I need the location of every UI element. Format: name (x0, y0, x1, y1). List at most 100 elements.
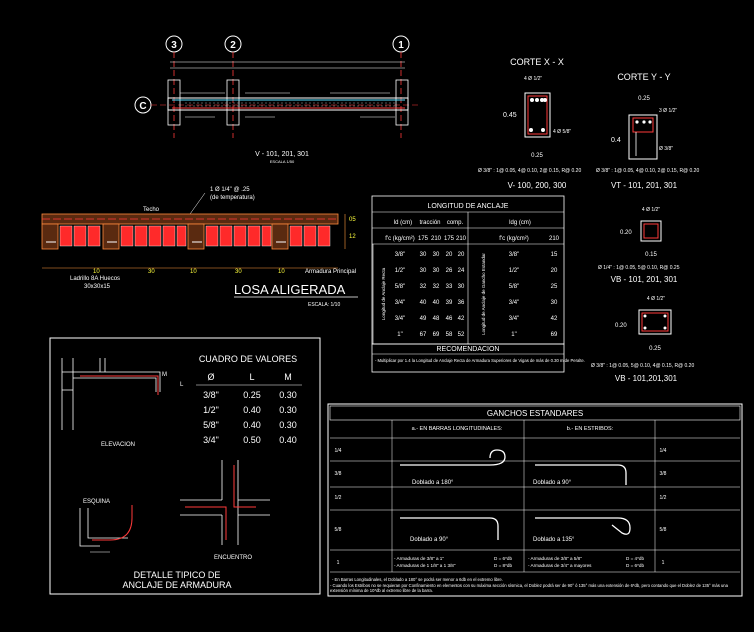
cuadro-cell: 0.25 (243, 390, 261, 400)
ganchos-footnote-1: - En Barras Longitudinales, el Doblado a… (332, 577, 503, 582)
ganchos-note-a2: - Armaduras de 1 1/8" a 1 3/8" (394, 563, 456, 568)
anclaje-hdr-ldg: ldg (cm) (509, 220, 531, 226)
ganchos-left-diam: 1 (337, 560, 340, 566)
anclaje-title: LONGITUD DE ANCLAJE (428, 203, 509, 210)
anclaje-row-value: 20 (458, 252, 465, 258)
cuadro-cell: 0.30 (279, 420, 297, 430)
anclaje-row-value: 32 (433, 284, 440, 290)
anclaje-row-value: 36 (458, 300, 465, 306)
ganchos-note-a1: - Armaduras de 3/8" a 1" (394, 556, 444, 561)
anclaje-row-value: 24 (458, 268, 465, 274)
corte-xx-width: 0.25 (531, 153, 543, 159)
vb-section-2: 4 Ø 1/2" 0.20 0.25 Ø 3/8" : 1@ 0.05, 5@ … (591, 296, 694, 383)
anclaje-row-value: 30 (420, 268, 427, 274)
encuentro-label: ENCUENTRO (214, 555, 252, 561)
vb2-bars: 4 Ø 1/2" (647, 296, 665, 302)
elevacion-label: ELEVACION (101, 442, 135, 448)
viga-elevation: 3 2 1 C V - 101, 201, 301 ESCALA 1/50 (134, 35, 420, 164)
cuadro-m-label: M (162, 372, 167, 378)
vb2-height: 0.20 (615, 323, 627, 329)
corte-yy-width: 0.25 (638, 96, 650, 102)
ganchos-left-diam: 1/2 (335, 495, 342, 501)
cuadro-cell: 3/8" (203, 390, 219, 400)
ganchos-right-diam: 1/2 (660, 495, 667, 501)
cuadro-header: M (284, 372, 292, 382)
ganchos-footnote-2: - Cuando los Estribos no se requieran po… (330, 583, 728, 593)
corte-xx-bottom-bars: 4 Ø 5/8" (553, 129, 571, 135)
ganchos-d135: Doblado a 135° (533, 537, 575, 543)
anclaje-hdr-comp: comp. (447, 220, 464, 226)
anclaje-fc-1: 175 (418, 236, 429, 242)
corte-xx-title: CORTE X - X (510, 57, 564, 67)
corte-yy-title: CORTE Y - Y (617, 72, 670, 82)
anclaje-row-ldg-value: 25 (551, 284, 558, 290)
esquina-label: ESQUINA (83, 499, 110, 505)
corte-yy-bar2: Ø 3/8" (659, 146, 673, 152)
anclaje-row-value: 52 (458, 332, 465, 338)
ganchos-d180: Doblado a 180° (412, 480, 454, 486)
anclaje-fc-ldg-val: 210 (549, 236, 560, 242)
anclaje-row-diam-ldg: 1" (511, 332, 516, 338)
vb-section-1: 4 Ø 1/2" 0.20 0.15 Ø 1/4" : 1@ 0.05, 5@ … (598, 207, 680, 284)
anclaje-row-diam: 5/8" (395, 284, 405, 290)
ganchos-note-b1v: D = 4*db (626, 556, 644, 561)
vb2-caption: VB - 101,201,301 (615, 374, 678, 383)
ganchos-note-b1: - Armaduras de 3/8" a 5/8" (528, 556, 582, 561)
anclaje-row-diam: 3/8" (395, 252, 405, 258)
corte-xx-caption: V- 100, 200, 300 (508, 181, 567, 190)
ganchos-note-b2: - Armaduras de 3/4" a mayores (528, 563, 592, 568)
anclaje-fc-ldg-label: f'c (kg/cm²) (499, 236, 528, 242)
losa-ladrillo2: 30x30x15 (84, 284, 111, 290)
detalle-title-1: DETALLE TIPICO DE (134, 570, 221, 580)
anclaje-row-value: 48 (433, 316, 440, 322)
anclaje-side-right: Longitud de Anclaje de Gancho Estandar (481, 253, 486, 335)
viga-caption: V - 101, 201, 301 (255, 151, 309, 158)
ganchos-note-b2v: D = 6*db (626, 563, 644, 568)
anclaje-row-value: 58 (446, 332, 453, 338)
losa-rebar-note2: (de temperatura) (210, 195, 255, 201)
anclaje-row-ldg-value: 42 (551, 316, 558, 322)
ganchos-right-diam: 5/8 (660, 527, 667, 533)
corte-yy-bars: 3 Ø 1/2" (659, 108, 677, 114)
losa-dim-1: 10 (93, 269, 100, 275)
anclaje-row-ldg-value: 15 (551, 252, 558, 258)
losa-dim-2: 30 (148, 269, 155, 275)
recomendacion-text: - Multiplicar por 1.4 la Longitud de Anc… (375, 358, 585, 363)
corte-xx-top-bars: 4 Ø 1/2" (524, 76, 542, 82)
ganchos-left-diam: 3/8 (335, 471, 342, 477)
vb1-bars: 4 Ø 1/2" (642, 207, 660, 213)
cuadro-cell: 0.40 (243, 420, 261, 430)
vb1-width: 0.15 (645, 252, 657, 258)
axis-c-label: C (139, 101, 146, 112)
anclaje-row-value: 42 (458, 316, 465, 322)
anclaje-row-diam-ldg: 3/4" (509, 300, 519, 306)
anclaje-row-value: 67 (420, 332, 427, 338)
ganchos-left-diam: 5/8 (335, 527, 342, 533)
losa-ladrillo: Ladrillo 8A Huecos (70, 276, 120, 282)
anclaje-fc-4: 210 (456, 236, 467, 242)
anclaje-hdr-tr: tracción (419, 220, 440, 226)
anclaje-table: LONGITUD DE ANCLAJE ld (cm) tracción com… (371, 195, 585, 373)
vb2-stirrups: Ø 3/8" : 1@ 0.05, 5@ 0.10, 4@ 0.15, R@ 0… (591, 363, 694, 369)
anclaje-row-diam-ldg: 3/4" (509, 316, 519, 322)
anclaje-row-value: 26 (446, 268, 453, 274)
corte-yy-stirrups: Ø 3/8" : 1@ 0.05, 4@ 0.10, 2@ 0.15, R@ 0… (596, 168, 699, 174)
losa-dim-3: 10 (190, 269, 197, 275)
corte-yy-caption: VT - 101, 201, 301 (611, 181, 678, 190)
anclaje-row-diam-ldg: 1/2" (509, 268, 519, 274)
anclaje-row-value: 32 (420, 284, 427, 290)
anclaje-row-diam: 1/2" (395, 268, 405, 274)
anclaje-row-diam: 3/4" (395, 316, 405, 322)
ganchos-estandares: GANCHOS ESTANDARES a.- EN BARRAS LONGITU… (327, 403, 743, 597)
axis-1-label: 1 (398, 40, 404, 51)
anclaje-row-diam: 1" (397, 332, 402, 338)
corte-yy-height: 0.4 (611, 137, 621, 144)
losa-d-top: 05 (349, 217, 356, 223)
ganchos-right-diam: 3/8 (660, 471, 667, 477)
corte-yy: CORTE Y - Y 0.25 3 Ø 1/2" 0.4 Ø 3/8" Ø 3… (596, 72, 699, 190)
cuadro-cell: 0.30 (279, 390, 297, 400)
ganchos-note-a2v: D = 8*db (494, 563, 512, 568)
vb1-caption: VB - 101, 201, 301 (611, 275, 678, 284)
ganchos-left-diam: 1/4 (335, 448, 342, 454)
